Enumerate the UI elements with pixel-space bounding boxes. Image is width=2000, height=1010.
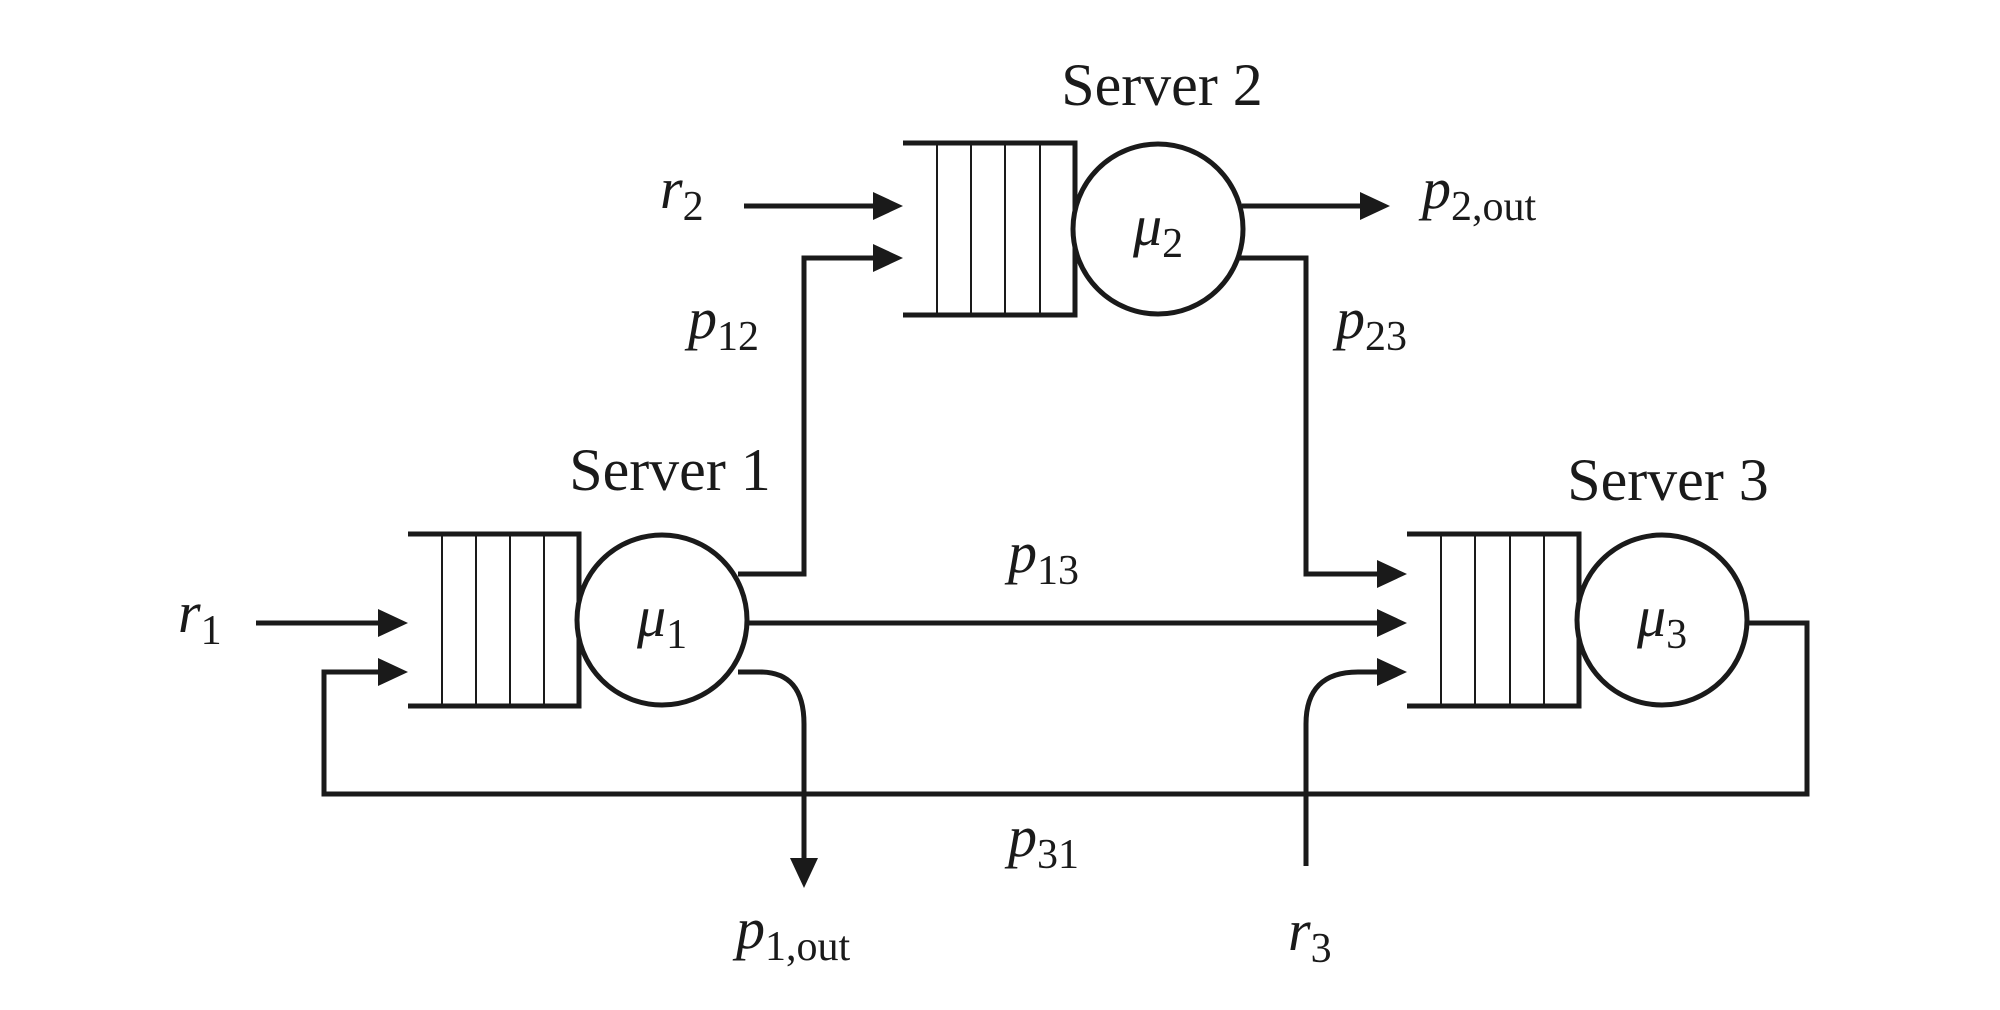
server-1-circle xyxy=(574,532,750,708)
server-1-rate: μ1 xyxy=(636,584,687,658)
arrival-arrow-1 xyxy=(256,609,408,637)
server-3-circle xyxy=(1574,532,1750,708)
flow-arrow-p12 xyxy=(738,244,903,577)
flow-arrow-p13 xyxy=(747,609,1407,637)
flow-arrow-p31 xyxy=(321,620,1810,797)
flow-arrow-p2out xyxy=(1242,192,1390,220)
routing-label-p13: p13 xyxy=(1004,520,1079,594)
queue-2 xyxy=(903,140,1078,318)
flow-arrow-p23 xyxy=(1238,255,1407,588)
server-2-label: Server 2 xyxy=(1061,52,1263,118)
routing-label-p2out: p2,out xyxy=(1418,156,1537,230)
server-3-rate: μ3 xyxy=(1636,584,1687,658)
routing-label-p31: p31 xyxy=(1004,804,1079,878)
server-2: μ2 Server 2 xyxy=(903,52,1263,318)
routing-label-p1out: p1,out xyxy=(732,896,851,970)
queue-3 xyxy=(1407,531,1582,709)
routing-label-p23: p23 xyxy=(1332,286,1407,360)
server-2-circle xyxy=(1070,141,1246,317)
server-3: μ3 Server 3 xyxy=(1407,447,1769,709)
arrival-label-r1: r1 xyxy=(178,580,222,654)
flow-arrow-p1out xyxy=(738,669,818,888)
arrival-arrow-3 xyxy=(1303,658,1407,866)
queue-1 xyxy=(408,531,582,709)
server-1: μ1 Server 1 xyxy=(408,437,771,709)
arrival-label-r2: r2 xyxy=(660,156,704,230)
arrival-arrow-2 xyxy=(744,192,903,220)
server-2-rate: μ2 xyxy=(1132,193,1183,267)
routing-label-p12: p12 xyxy=(684,286,759,360)
server-1-label: Server 1 xyxy=(569,437,771,503)
arrival-label-r3: r3 xyxy=(1288,898,1332,972)
server-3-label: Server 3 xyxy=(1567,447,1769,513)
